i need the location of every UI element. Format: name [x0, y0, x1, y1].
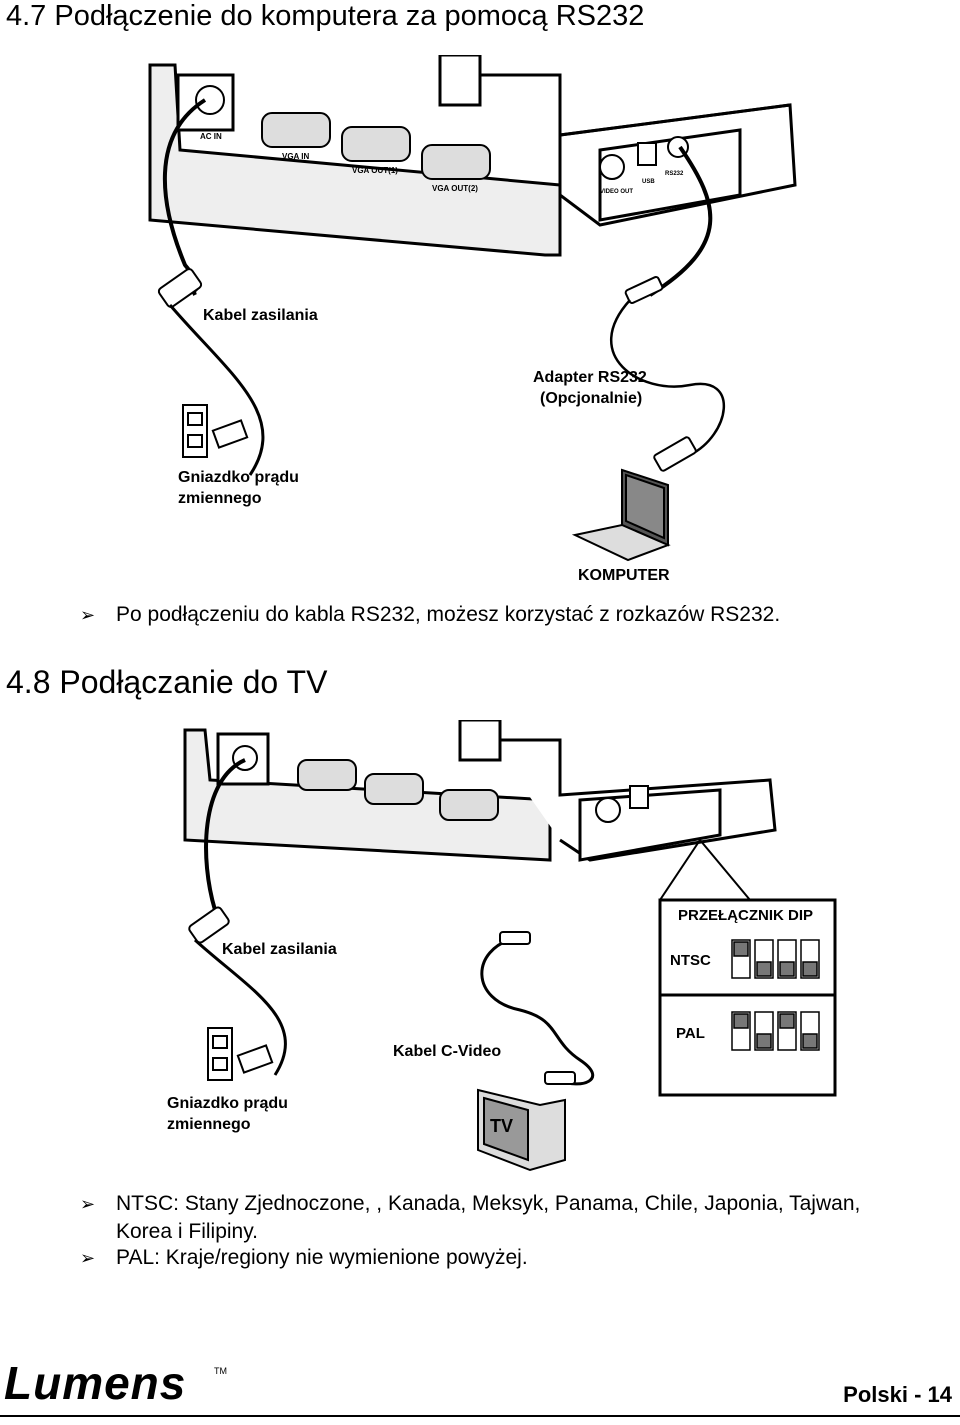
pal-bullet: ➢ PAL: Kraje/regiony nie wymienione powyż…: [80, 1246, 528, 1270]
section-heading-rs232: 4.7 Podłączenie do komputera za pomocą R…: [6, 0, 645, 32]
rs232-cable: [648, 145, 713, 297]
page-number: Polski - 14: [843, 1382, 952, 1407]
section-heading-tv: 4.8 Podłączanie do TV: [6, 664, 328, 700]
ntsc-bullet-line1: NTSC: Stany Zjednoczone, , Kanada, Meksy…: [116, 1192, 861, 1215]
rs232-bullet-text: Po podłączeniu do kabla RS232, możesz ko…: [116, 603, 781, 626]
dip-switch-ntsc: [731, 939, 820, 979]
power-plug-icon-tv: [188, 906, 230, 944]
vga-in-label: VGA IN: [282, 152, 309, 161]
bullet-arrow-icon: ➢: [80, 1248, 96, 1268]
ntsc-label: NTSC: [670, 952, 711, 969]
video-out-label: VIDEO OUT: [600, 189, 633, 195]
rs232-label: RS232: [665, 171, 684, 177]
ac-in-label: AC IN: [200, 132, 222, 141]
pal-label: PAL: [676, 1025, 705, 1042]
dip-switch-box: [658, 898, 837, 1097]
rs232-plug-icon: [624, 276, 664, 304]
wall-outlet-icon-tv: [207, 1027, 274, 1081]
rs232-bullet: ➢ Po podłączeniu do kabla RS232, możesz k…: [80, 603, 780, 627]
cvideo-cable-label: Kabel C-Video: [393, 1043, 501, 1060]
tv-icon: [477, 1088, 566, 1172]
vga-in-port: [195, 85, 689, 180]
tv-screen-label: TV: [490, 1116, 513, 1136]
laptop-icon: [571, 468, 671, 562]
ntsc-bullet: ➢ NTSC: Stany Zjednoczone, , Kanada, Meks…: [80, 1192, 860, 1216]
adapter-label-line1: Adapter RS232: [533, 369, 647, 386]
device-ports-tv: [232, 745, 649, 823]
bullet-arrow-icon: ➢: [80, 1194, 96, 1214]
lumens-logo: Lumens: [4, 1357, 187, 1409]
bullet-arrow-icon: ➢: [80, 605, 96, 625]
cvideo-cable: [480, 936, 595, 1086]
trademark-mark: TM: [214, 1366, 227, 1376]
power-cable-tv: [204, 758, 246, 911]
cvideo-plug-top-icon: [499, 931, 531, 945]
dip-switch-pal: [731, 1011, 820, 1051]
usb-label: USB: [642, 179, 655, 185]
footer-rule: [0, 1415, 960, 1417]
cvideo-plug-bottom-icon: [544, 1071, 576, 1085]
power-cable-label-tv: Kabel zasilania: [222, 941, 337, 958]
dip-callout-lines: [659, 839, 751, 901]
outlet-label-line1: Gniazdko prądu: [178, 469, 299, 486]
rs232-cable-lower: [609, 299, 726, 457]
outlet-label-line2: zmiennego: [178, 490, 262, 507]
device-rear-panel: [148, 55, 797, 257]
power-plug-icon: [157, 268, 203, 308]
power-cable-tv-lower: [193, 938, 287, 1076]
ntsc-bullet-line2: Korea i Filipiny.: [116, 1220, 258, 1243]
adapter-icon: [653, 436, 697, 472]
power-cable-label: Kabel zasilania: [203, 307, 318, 324]
vga-out1-label: VGA OUT(1): [352, 166, 398, 175]
adapter-label-line2: (Opcjonalnie): [540, 390, 642, 407]
outlet-label-tv-line1: Gniazdko prądu: [167, 1095, 288, 1112]
wall-outlet-icon: [182, 404, 249, 458]
vga-out2-label: VGA OUT(2): [432, 184, 478, 193]
computer-label: KOMPUTER: [578, 567, 670, 584]
dip-title-label: PRZEŁĄCZNIK DIP: [678, 907, 813, 924]
rs232-connection-diagram: AC IN VGA IN VGA OUT(1) VGA OUT(2) VIDEO…: [148, 55, 797, 584]
pal-bullet-text: PAL: Kraje/regiony nie wymienione powyże…: [116, 1246, 528, 1269]
outlet-label-tv-line2: zmiennego: [167, 1116, 251, 1133]
power-cable-lower: [168, 304, 265, 476]
tv-connection-diagram: TV PRZEŁĄCZNIK DIP NTSC PAL Kabel zasila…: [167, 720, 837, 1172]
